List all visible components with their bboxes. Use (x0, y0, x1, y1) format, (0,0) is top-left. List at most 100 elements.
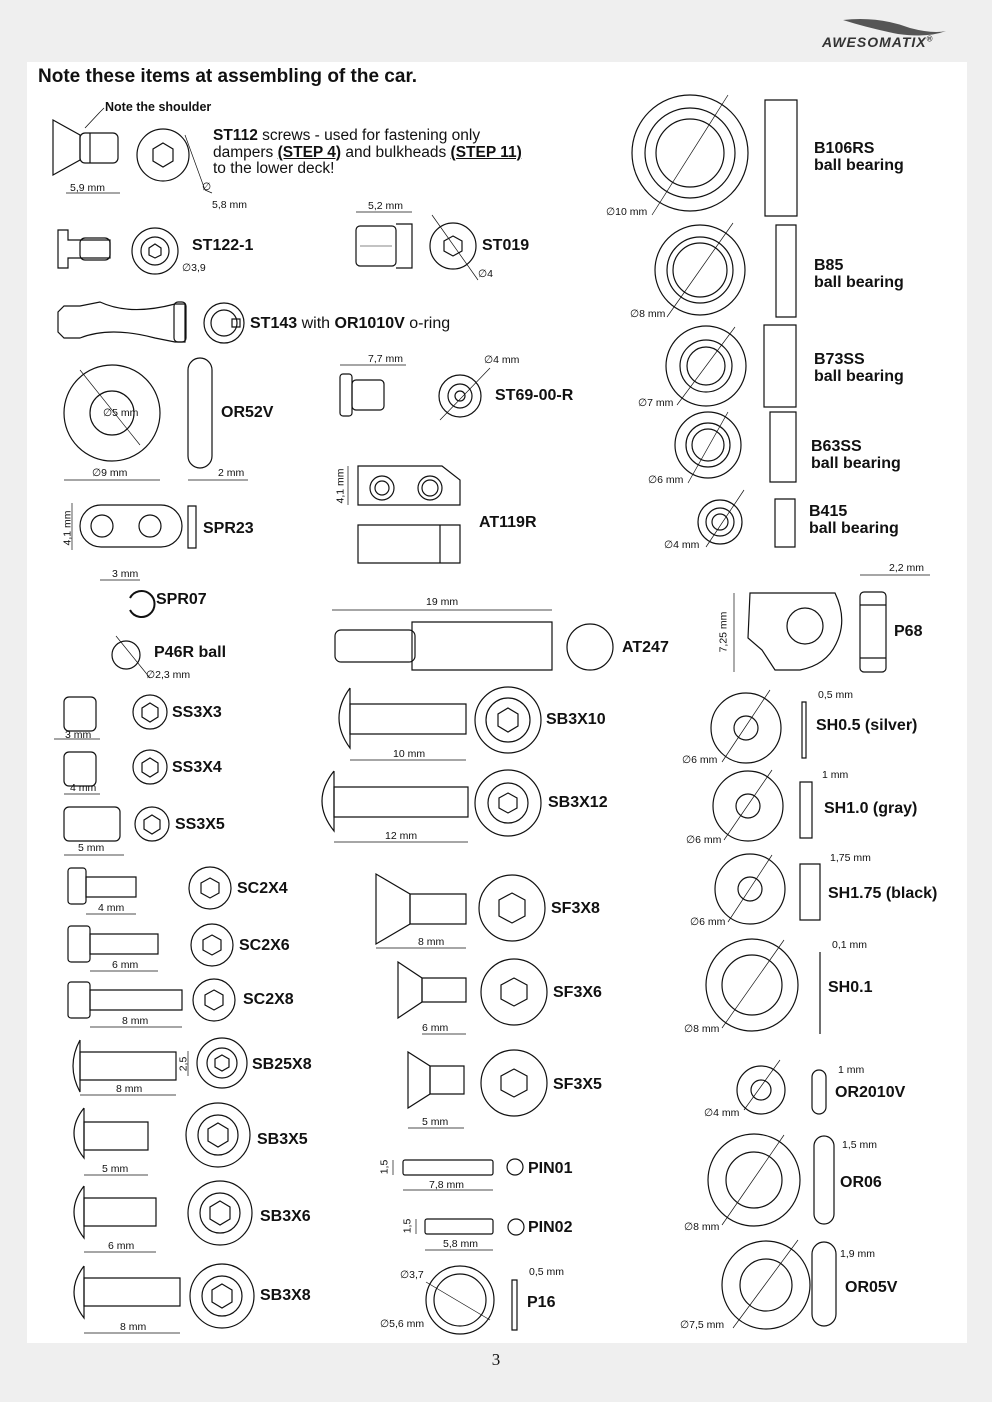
at247-label: AT247 (622, 639, 669, 656)
p16-d-in: ∅3,7 (400, 1269, 424, 1281)
p16-t: 0,5 mm (529, 1266, 565, 1278)
ss3x3-label: SS3X3 (172, 704, 222, 721)
st122-d: ∅3,9 (182, 262, 206, 274)
or52v-label: OR52V (221, 404, 274, 421)
bearing-type-2: ball bearing (814, 274, 904, 291)
p68-drawing (734, 575, 930, 672)
orings-drawing (708, 1060, 836, 1329)
pin02-d: 1,5 (401, 1218, 414, 1234)
bearing-type-1: ball bearing (814, 157, 904, 174)
sb3x5-len: 5 mm (102, 1163, 129, 1175)
st122-drawing (58, 228, 178, 274)
oring-d-1: ∅4 mm (704, 1107, 740, 1119)
bearing-name-1: B106RS (814, 140, 875, 157)
st69-d: ∅4 mm (484, 354, 520, 366)
set-screws-drawing (64, 695, 169, 841)
pin02-label: PIN02 (528, 1219, 573, 1236)
st112-diameter-symbol: ∅ (202, 181, 212, 193)
st143-drawing (58, 302, 244, 343)
oring-t-3: 1,9 mm (840, 1248, 876, 1260)
sf3x8-len: 8 mm (418, 936, 445, 948)
shim-d-1: ∅6 mm (682, 754, 718, 766)
st143-label: ST143 with OR1010V o-ring (250, 315, 451, 332)
bearing-name-4: B63SS (811, 438, 862, 455)
st69-len: 7,7 mm (368, 353, 404, 365)
sf3x6-len: 6 mm (422, 1022, 449, 1034)
shim-d-2: ∅6 mm (686, 834, 722, 846)
sb25x8-len: 8 mm (116, 1083, 143, 1095)
sf3x5-len: 5 mm (422, 1116, 449, 1128)
bearing-d-3: ∅7 mm (638, 397, 674, 409)
ss3x3-len: 3 mm (65, 729, 92, 741)
st112-note: Note the shoulder (105, 100, 212, 114)
pin02-len: 5,8 mm (443, 1238, 479, 1250)
bearing-d-4: ∅6 mm (648, 474, 684, 486)
p46r-drawing (112, 636, 150, 678)
sf3x5-label: SF3X5 (553, 1076, 602, 1093)
sb3x5-label: SB3X5 (257, 1131, 308, 1148)
at247-drawing (332, 610, 613, 670)
sb3x12-len: 12 mm (385, 830, 418, 842)
spr07-label: SPR07 (156, 591, 207, 608)
bearing-type-5: ball bearing (809, 520, 899, 537)
st69-label: ST69-00-R (495, 387, 574, 404)
sb3x6-len: 6 mm (108, 1240, 135, 1252)
oring-name-2: OR06 (840, 1174, 882, 1191)
oring-d-2: ∅8 mm (684, 1221, 720, 1233)
p16-d-out: ∅5,6 mm (380, 1318, 425, 1330)
p16-drawing (426, 1266, 517, 1334)
oring-t-1: 1 mm (838, 1064, 865, 1076)
st122-label: ST122-1 (192, 237, 254, 254)
page-number: 3 (491, 1350, 501, 1369)
sc2x8-len: 8 mm (122, 1015, 149, 1027)
spr23-drawing (72, 503, 196, 550)
at119r-drawing (348, 466, 460, 563)
sb-middle-drawing (322, 687, 541, 836)
p46r-d: ∅2,3 mm (146, 669, 191, 681)
spr07-drawing (100, 580, 155, 617)
p68-w: 2,2 mm (889, 562, 925, 574)
sb25x8-label: SB25X8 (252, 1056, 312, 1073)
oring-t-2: 1,5 mm (842, 1139, 878, 1151)
sb3x12-label: SB3X12 (548, 794, 608, 811)
ss3x4-len: 4 mm (70, 782, 97, 794)
pin01-len: 7,8 mm (429, 1179, 465, 1191)
shim-t-3: 1,75 mm (830, 852, 871, 864)
bearing-type-4: ball bearing (811, 455, 901, 472)
bearing-type-3: ball bearing (814, 368, 904, 385)
at119r-h: 4,1 mm (334, 468, 347, 504)
spr23-h: 4,1 mm (61, 510, 74, 546)
st112-screw-drawing (53, 108, 212, 193)
dimension-lines (54, 739, 493, 1333)
brand-logo: AWESOMATIX® (822, 34, 934, 50)
oring-name-3: OR05V (845, 1279, 898, 1296)
sc2x6-label: SC2X6 (239, 937, 290, 954)
st112-diameter: 5,8 mm (212, 199, 248, 211)
sf3x6-label: SF3X6 (553, 984, 602, 1001)
shim-d-3: ∅6 mm (690, 916, 726, 928)
oring-d-3: ∅7,5 mm (680, 1319, 725, 1331)
p68-h: 7,25 mm (717, 611, 730, 653)
oring-name-1: OR2010V (835, 1084, 906, 1101)
brand-logo-mark (843, 19, 946, 36)
bearings-drawing (632, 95, 797, 547)
or52v-outer: ∅9 mm (92, 467, 128, 479)
st019-d: ∅4 (478, 268, 493, 280)
sb-left-drawing (73, 1038, 254, 1328)
sc2x6-len: 6 mm (112, 959, 139, 971)
shim-t-2: 1 mm (822, 769, 849, 781)
bearing-d-1: ∅10 mm (606, 206, 648, 218)
spr07-w: 3 mm (112, 568, 139, 580)
sc-screws-drawing (68, 867, 235, 1021)
or52v-drawing (64, 358, 248, 480)
pin01-d: 1,5 (378, 1159, 391, 1175)
bearing-name-2: B85 (814, 257, 844, 274)
bearing-name-5: B415 (809, 503, 848, 520)
sb3x6-label: SB3X6 (260, 1208, 311, 1225)
sb3x8-label: SB3X8 (260, 1287, 311, 1304)
sc2x4-len: 4 mm (98, 902, 125, 914)
bearing-d-2: ∅8 mm (630, 308, 666, 320)
sb3x8-len: 8 mm (120, 1321, 147, 1333)
page-title: Note these items at assembling of the ca… (38, 66, 418, 87)
